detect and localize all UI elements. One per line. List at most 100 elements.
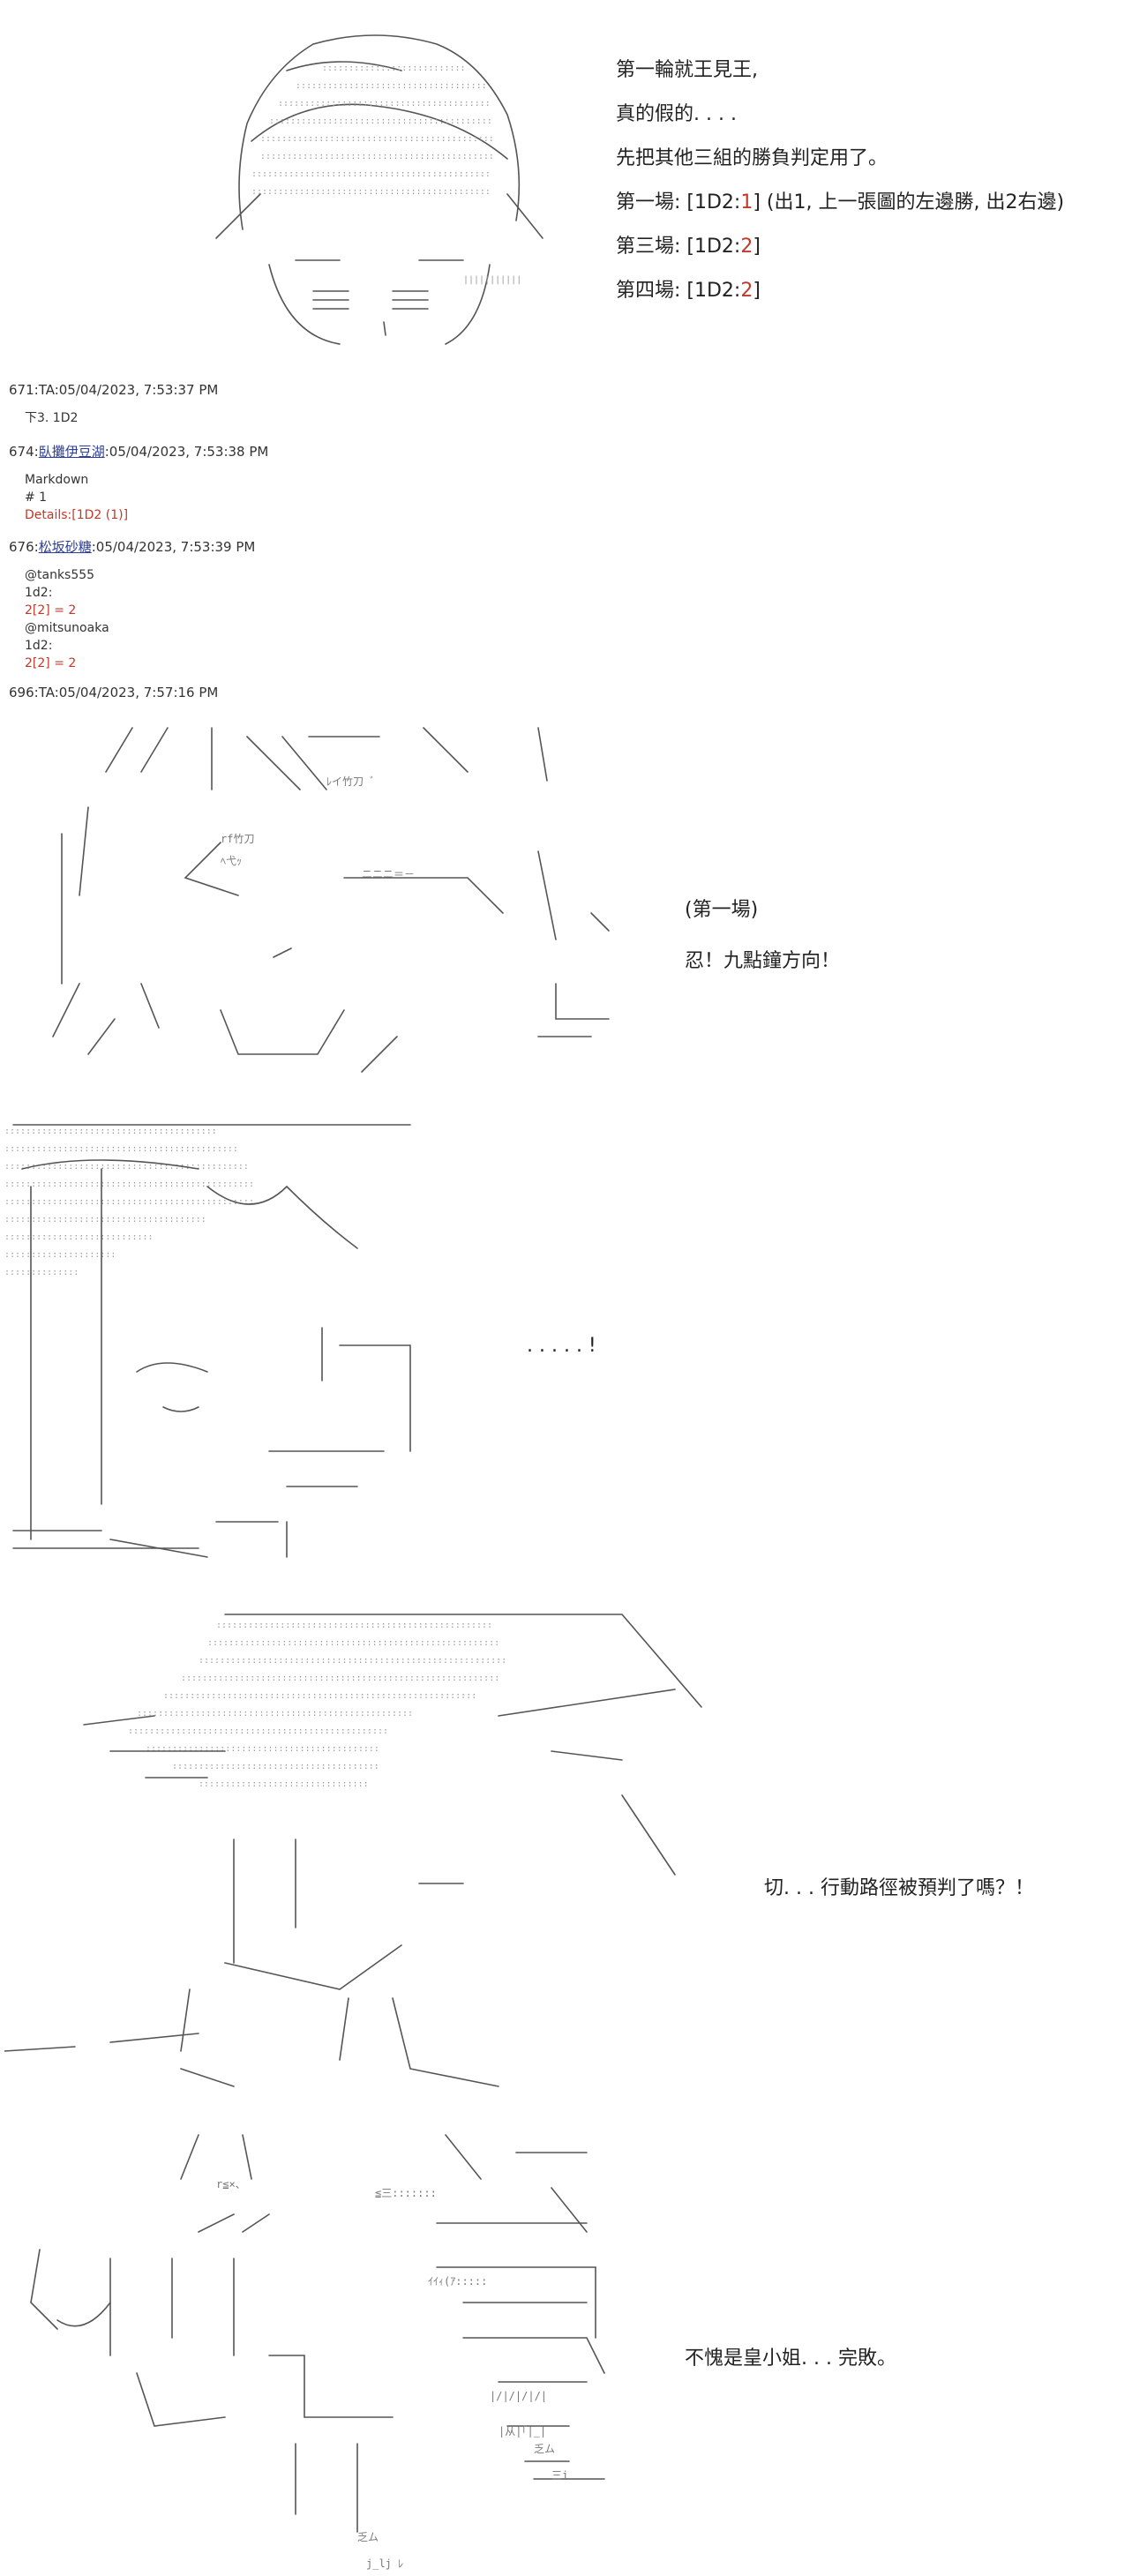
svg-text:ﾍ弋ｯ: ﾍ弋ｯ <box>221 855 242 867</box>
post-header: 696:TA:05/04/2023, 7:57:16 PM <box>9 685 219 700</box>
dice-label: 第一場: [1D2: <box>616 191 741 213</box>
post-date: 05/04/2023, 7:53:39 PM <box>95 539 256 555</box>
post-header: 674:臥攤伊豆湖:05/04/2023, 7:53:38 PM <box>9 444 269 460</box>
dice-result-line: 第三場: [1D2:2] <box>616 225 1064 269</box>
post-body: Markdown # 1 Details:[1D2 (1)] <box>25 471 268 524</box>
svg-text:::::::::::::::::::::::::::::::: ::::::::::::::::::::::::::::::::::::::::… <box>216 1621 492 1630</box>
svg-text:乏ム: 乏ム <box>534 2443 555 2455</box>
svg-text:ニニニ＝－: ニニニ＝－ <box>362 868 415 880</box>
dice-result-line: 第四場: [1D2:2] <box>616 269 1064 313</box>
post-author: TA <box>38 685 55 700</box>
svg-text:j_lj ﾚ: j_lj ﾚ <box>366 2557 403 2570</box>
caption-line: 忍！九點鐘方向！ <box>685 950 841 972</box>
svg-text:乏ム: 乏ム <box>357 2531 379 2543</box>
post-author-link[interactable]: 臥攤伊豆湖 <box>38 444 105 460</box>
ascii-art-panel-1: ﾚイ竹刀 ﾞ rf竹刀 ﾍ弋ｯ ニニニ＝－ <box>9 719 626 1090</box>
svg-text:r≦×、: r≦×、 <box>216 2178 246 2190</box>
dice-label-tail: ] <box>753 236 761 258</box>
post-body-line: 2[2] = 2 <box>25 603 77 618</box>
svg-text:::::::::::::::::::::::::::::::: ::::::::::::::::::::::::::::::::::::::::… <box>181 1674 499 1683</box>
svg-text::::::::::::::::::::::: ::::::::::::::::::::: <box>4 1250 116 1260</box>
svg-text:::::::::::::::::::::::::::::::: ::::::::::::::::::::::::::::::::::::::::… <box>4 1179 254 1189</box>
dialog-line: 真的假的. . . . <box>616 103 737 125</box>
dialog-line: 第一輪就王見王, <box>616 59 758 81</box>
ascii-art-character-face: ::::::::::::::::::::::::::: ::::::::::::… <box>199 18 560 353</box>
dice-value: 2 <box>740 236 753 258</box>
svg-text:::::::::::::::::::::::::::::::: ::::::::::::::::::::::::::::::::::::::::… <box>137 1709 413 1719</box>
svg-text:::::::::::::::::::::::::::::::: ::::::::::::::::::::::::::::::::::::::::… <box>146 1744 379 1754</box>
post-body-line: 下3. 1D2 <box>25 411 79 425</box>
post-header: 671:TA:05/04/2023, 7:53:37 PM <box>9 382 219 398</box>
post-body-line: Details:[1D2 (1)] <box>25 508 129 522</box>
svg-text:::::::::::::::::::::::::::::::: ::::::::::::::::::::::::::::::::::::::::… <box>260 152 494 161</box>
svg-text:::::::::::::::: :::::::::::::: <box>4 1268 79 1277</box>
ascii-art-panel-2: ::::::::::::::::::::::::::::::::::::::::… <box>4 1116 419 1566</box>
svg-text:::::::::::::::::::::::::::::::: :::::::::::::::::::::::::::::::::::::::: <box>278 99 491 109</box>
dice-label: 第三場: [1D2: <box>616 236 741 258</box>
dice-label: 第四場: [1D2: <box>616 280 741 302</box>
svg-text:::::::::::::::::::::::::::::::: ::::::::::::::::::::::::::::::::::::::::… <box>4 1162 249 1172</box>
svg-text:::::::::::::::::::::::::::::::: ::::::::::::::::::::::::::::::::::::::::… <box>199 1656 506 1666</box>
caption-line: (第一場) <box>685 899 759 921</box>
post-body-line: 1d2: <box>25 639 53 653</box>
post-body-line: @mitsunoaka <box>25 621 109 635</box>
svg-text:::::::::::::::::::::::::::::::: :::::::::::::::::::::::::::::::::::: <box>296 81 487 91</box>
svg-text:::::::::::::::::::::::::::::::: :::::::::::::::::::::::::::::::::::::::: <box>4 1127 217 1136</box>
post-body-line: @tanks555 <box>25 568 95 582</box>
svg-text:ｲｲｨ(ｱ:::::: ｲｲｨ(ｱ::::: <box>428 2275 487 2288</box>
svg-text:::::::::::::::::::::::::::::::: ::::::::::::::::::::::::::::::::::::::::… <box>207 1638 499 1648</box>
post-id: 671 <box>9 382 34 398</box>
panel-1-caption: (第一場) 忍！九點鐘方向！ <box>685 885 840 987</box>
svg-text:::::::::::::::::::::::::::::::: ::::::::::::::::::::::::::::::::::::::::… <box>4 1144 238 1154</box>
svg-text:|从|｢|_|: |从|｢|_| <box>499 2425 546 2437</box>
svg-text:::::::::::::::::::::::::::::::: ::::::::::::::::::::::::::::::::::::::::… <box>4 1197 254 1207</box>
dice-value: 1 <box>740 191 753 213</box>
svg-text:|/|/|/|/|: |/|/|/|/| <box>490 2390 547 2402</box>
ascii-art-panel-3: ::::::::::::::::::::::::::::::::::::::::… <box>4 1610 710 2104</box>
post-676: 676:松坂砂糖:05/04/2023, 7:53:39 PM @tanks55… <box>9 538 255 672</box>
svg-text:::::::::::::::::::::::::::::::: ::::::::::::::::::::::::::::::::::::::: <box>172 1762 379 1771</box>
ascii-art-panel-4: r≦×、 ≦三::::::: ｲｲｨ(ｱ::::: |/|/|/|/| |从|｢… <box>22 2126 640 2572</box>
post-body-line: # 1 <box>25 490 48 505</box>
svg-text:::::::::::::::::::::::::::::::: ::::::::::::::::::::::::::::::::::::::::… <box>128 1726 388 1736</box>
post-body-line: Markdown <box>25 473 89 487</box>
caption-line: 不愧是皇小姐. . . 完敗。 <box>685 2348 896 2370</box>
post-date: 05/04/2023, 7:57:16 PM <box>58 685 219 700</box>
post-author-link[interactable]: 松坂砂糖 <box>38 539 92 555</box>
post-id: 696 <box>9 685 34 700</box>
svg-text:|||||||||||: ||||||||||| <box>463 275 521 285</box>
post-body: 下3. 1D2 <box>25 409 218 427</box>
svg-text:::::::::::::::::::::::::::::: :::::::::::::::::::::::::::: <box>4 1232 154 1242</box>
dialog-block-1: 第一輪就王見王, 真的假的. . . . 先把其他三組的勝負判定用了。 第一場:… <box>616 49 1064 313</box>
svg-text:rf竹刀: rf竹刀 <box>221 833 254 845</box>
dice-label-tail: ] <box>753 280 761 302</box>
svg-text:ﾚイ竹刀 ﾞ: ﾚイ竹刀 ﾞ <box>326 775 375 788</box>
post-696: 696:TA:05/04/2023, 7:57:16 PM <box>9 684 218 701</box>
post-author: TA <box>38 382 55 398</box>
dice-value: 2 <box>740 280 753 302</box>
post-body-line: 1d2: <box>25 586 53 600</box>
dice-label-tail: ] (出1, 上一張圖的左邊勝, 出2右邊) <box>753 191 1065 213</box>
post-body-line: 2[2] = 2 <box>25 656 77 670</box>
post-671: 671:TA:05/04/2023, 7:53:37 PM 下3. 1D2 <box>9 381 218 427</box>
caption-line: . . . . . ! <box>527 1335 596 1357</box>
svg-text:::::::::::::::::::::::::::::::: :::::::::::::::::::::::::::::::::::::: <box>4 1215 206 1224</box>
dice-result-line: 第一場: [1D2:1] (出1, 上一張圖的左邊勝, 出2右邊) <box>616 181 1064 225</box>
panel-3-caption: 切. . . 行動路徑被預判了嗎？！ <box>764 1872 1034 1900</box>
svg-text::::::::::::::::::::::::::::: ::::::::::::::::::::::::::: <box>322 64 466 73</box>
post-date: 05/04/2023, 7:53:38 PM <box>109 444 269 460</box>
dialog-line: 先把其他三組的勝負判定用了。 <box>616 147 888 169</box>
post-id: 674 <box>9 444 34 460</box>
post-date: 05/04/2023, 7:53:37 PM <box>58 382 219 398</box>
panel-4-caption: 不愧是皇小姐. . . 完敗。 <box>685 2342 896 2370</box>
panel-2-caption: . . . . . ! <box>527 1335 596 1357</box>
svg-text:::::::::::::::::::::::::::::::: :::::::::::::::::::::::::::::::: <box>199 1779 369 1789</box>
svg-text:::::::::::::::::::::::::::::::: ::::::::::::::::::::::::::::::::::::::::… <box>269 116 492 126</box>
post-674: 674:臥攤伊豆湖:05/04/2023, 7:53:38 PM Markdow… <box>9 443 268 524</box>
svg-text:::::::::::::::::::::::::::::::: ::::::::::::::::::::::::::::::::::::::::… <box>251 169 491 179</box>
svg-text:::::::::::::::::::::::::::::::: ::::::::::::::::::::::::::::::::::::::::… <box>251 187 491 197</box>
post-header: 676:松坂砂糖:05/04/2023, 7:53:39 PM <box>9 539 256 555</box>
svg-text:::::::::::::::::::::::::::::::: ::::::::::::::::::::::::::::::::::::::::… <box>260 134 494 144</box>
post-id: 676 <box>9 539 34 555</box>
svg-text:≦三:::::::: ≦三::::::: <box>375 2187 437 2199</box>
